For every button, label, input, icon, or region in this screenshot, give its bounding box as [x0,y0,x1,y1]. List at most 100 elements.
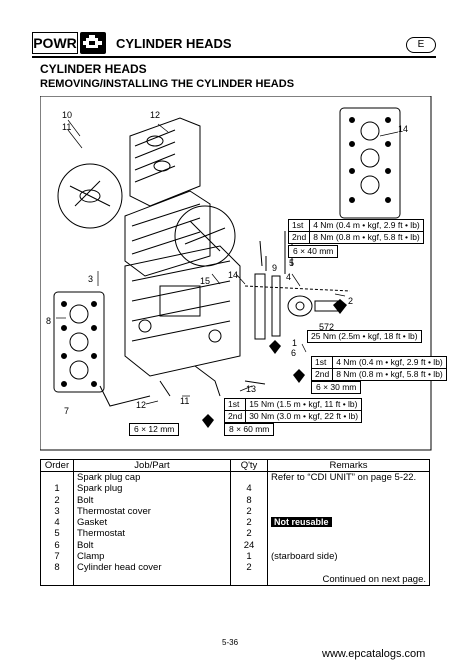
row-qty: 24 [230,539,268,552]
engine-block-drawing [124,245,241,377]
row-remarks: Refer to “CDI UNIT” on page 5-22. [267,471,430,484]
row-remarks [267,539,430,552]
step-label: 1st [287,219,311,232]
torque-value: 15 Nm (1.5 m • kgf, 11 ft • lb) [245,398,363,411]
row-remarks [267,562,430,574]
row-qty: 2 [230,562,268,574]
header-rule [32,56,436,58]
section-code: POWR [32,32,78,54]
row-order: 1 [40,483,74,495]
not-reusable-badge: Not reusable [271,517,332,528]
table-row: 8 Cylinder head cover 2 [40,562,430,574]
page-number: 5-36 [222,638,239,647]
row-qty [230,471,268,484]
exploded-diagram [40,96,432,451]
header-job-part: Job/Part [73,459,231,472]
torque-value: 30 Nm (3.0 m • kgf, 22 ft • lb) [245,410,363,423]
row-order: 8 [40,562,74,574]
callout-2: 2 [348,296,354,306]
table-row: Continued on next page. [40,573,430,586]
row-part: Cylinder head cover [73,562,231,574]
language-badge: E [406,37,436,53]
torque-spec-2: 25 Nm (2.5m • kgf, 18 ft • lb) [307,330,422,343]
callout-11-bottom: 11 [180,396,190,406]
callout-4: 4 [286,272,292,282]
sealant-symbol [202,299,347,428]
row-part: Thermostat [73,528,231,540]
row-order: 7 [40,551,74,563]
row-remarks [267,483,430,495]
row-part [73,573,231,586]
torque-value: 4 Nm (0.4 m • kgf, 2.9 ft • lb) [332,356,447,369]
torque-value: 8 Nm (0.8 m • kgf, 5.8 ft • lb) [309,231,424,244]
gasket-drawing [339,107,401,219]
row-order [40,471,74,484]
row-remarks [267,505,430,518]
step-label: 2nd [287,231,311,244]
callout-1: 1 [292,338,298,348]
engine-icon [80,32,106,54]
parts-header-row: Order Job/Part Q'ty Remarks [40,459,430,472]
header-qty: Q'ty [230,459,268,472]
callout-12: 12 [150,110,161,120]
table-row: 2 Bolt 8 [40,494,430,506]
step-label: 2nd [223,410,247,423]
row-qty: 8 [230,494,268,506]
row-order [40,573,74,586]
callout-6: 6 [291,348,297,358]
parts-table: Order Job/Part Q'ty Remarks Spark plug c… [40,459,430,586]
page-title: CYLINDER HEADS [116,36,232,51]
row-qty [230,573,268,586]
torque-value: 8 Nm (0.8 m • kgf, 5.8 ft • lb) [332,368,447,381]
bolt-size-3: 6 × 30 mm [311,381,362,394]
table-row: 7 Clamp 1 (starboard side) [40,551,430,563]
callout-5: 5 [289,258,295,268]
row-part: Bolt [73,539,231,552]
detail-circle [57,163,123,229]
header-remarks: Remarks [267,459,430,472]
table-row: Spark plug cap Refer to “CDI UNIT” on pa… [40,471,430,484]
row-order: 6 [40,539,74,552]
step-label: 1st [310,356,334,369]
callout-14-top: 14 [398,124,409,134]
row-order: 5 [40,528,74,540]
row-qty: 1 [230,551,268,563]
row-remarks: (starboard side) [267,551,430,563]
row-remarks [267,528,430,540]
row-part: Bolt [73,494,231,506]
row-order: 4 [40,517,74,529]
page-header: POWR CYLINDER HEADS E [32,32,436,58]
callout-11: 11 [62,122,72,132]
row-qty: 4 [230,483,268,495]
table-row: 4 Gasket 2 Not reusable [40,517,430,529]
bolt-size-left: 6 × 12 mm [129,423,180,436]
row-qty: 2 [230,505,268,518]
cylinder-head-plate [53,291,105,393]
callout-13: 13 [246,384,257,394]
callout-15: 15 [200,276,211,286]
row-part: Thermostat cover [73,505,231,518]
callout-9: 9 [272,263,278,273]
step-label: 2nd [310,368,334,381]
torque-value: 25 Nm (2.5m • kgf, 18 ft • lb) [307,330,422,343]
table-row: 6 Bolt 24 [40,539,430,552]
table-row: 3 Thermostat cover 2 [40,505,430,518]
sealant-code: 572 [319,322,335,332]
callout-10: 10 [62,110,73,120]
section-subtitle: REMOVING/INSTALLING THE CYLINDER HEADS [40,78,295,90]
callout-8: 8 [46,316,52,326]
callout-lines [56,119,399,405]
callout-3: 3 [88,274,94,284]
row-remarks [267,494,430,506]
bolt-size-1: 6 × 40 mm [288,245,339,258]
row-order: 2 [40,494,74,506]
callout-7: 7 [64,406,70,416]
section-title: CYLINDER HEADS [40,62,147,76]
row-qty: 2 [230,517,268,529]
torque-value: 4 Nm (0.4 m • kgf, 2.9 ft • lb) [309,219,424,232]
row-qty: 2 [230,528,268,540]
continued-note: Continued on next page. [267,573,430,586]
step-label: 1st [223,398,247,411]
